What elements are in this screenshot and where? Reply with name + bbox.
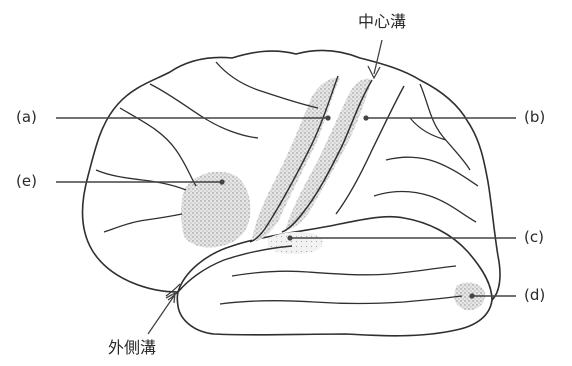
lateral-sulcus-label: 外側溝 bbox=[108, 340, 156, 356]
frontal-shaded-region bbox=[181, 172, 250, 248]
label-e: (e) bbox=[16, 174, 37, 189]
pointer-dot-e bbox=[219, 179, 224, 184]
label-b: (b) bbox=[524, 110, 545, 125]
pointer-dot-c bbox=[287, 235, 292, 240]
pointer-dot-b bbox=[363, 115, 368, 120]
label-a: (a) bbox=[16, 110, 37, 125]
auditory-area-region bbox=[268, 232, 323, 254]
lateral-sulcus-arrow bbox=[148, 296, 174, 334]
label-c: (c) bbox=[524, 230, 544, 245]
pointer-dot-a bbox=[325, 115, 330, 120]
label-d: (d) bbox=[524, 288, 545, 303]
central-sulcus-label: 中心溝 bbox=[358, 14, 406, 30]
pointer-dot-d bbox=[469, 293, 474, 298]
